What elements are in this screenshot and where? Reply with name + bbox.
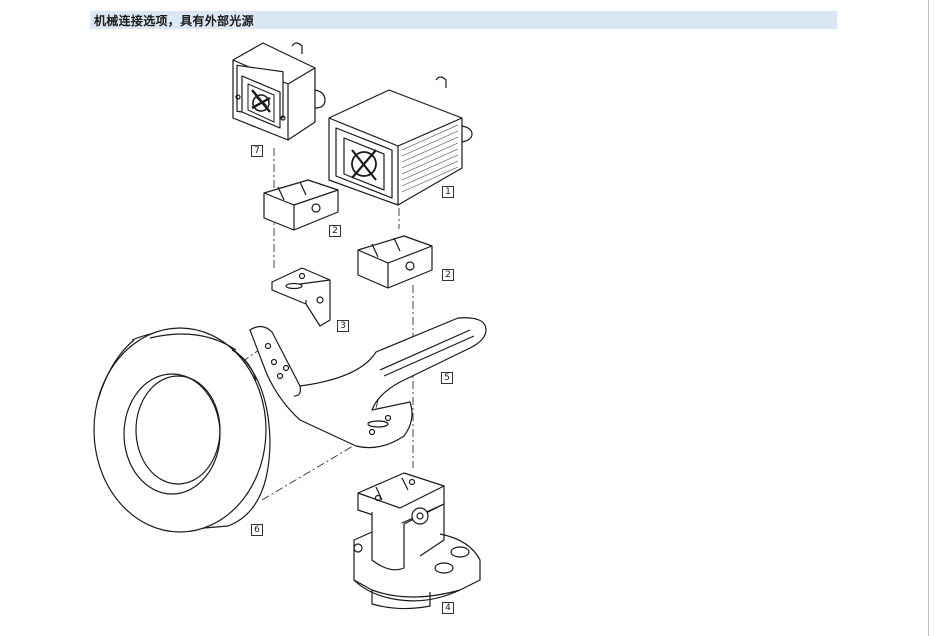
swivel-mount-icon <box>353 472 481 610</box>
callout-label: 2 <box>329 225 341 237</box>
section-title-bar: 机械连接选项，具有外部光源 <box>90 11 837 29</box>
ring-light-icon <box>93 327 271 533</box>
callout-label: 2 <box>442 269 454 281</box>
angle-bracket-icon <box>271 267 331 327</box>
callout-label: 7 <box>251 145 263 157</box>
callout-label: 1 <box>442 186 454 198</box>
camera-no-housing-icon <box>232 42 326 141</box>
callout-label: 4 <box>442 602 454 614</box>
callout-label: 3 <box>337 320 349 332</box>
dovetail-clamp-icon <box>357 235 433 289</box>
camera-with-housing-icon <box>328 76 473 206</box>
dovetail-clamp-icon <box>263 179 339 231</box>
callout-label: 5 <box>441 372 453 384</box>
section-title: 机械连接选项，具有外部光源 <box>94 14 254 28</box>
callout-label: 6 <box>251 524 263 536</box>
slotted-mounting-arm-icon <box>249 317 487 449</box>
page-border <box>928 0 929 636</box>
